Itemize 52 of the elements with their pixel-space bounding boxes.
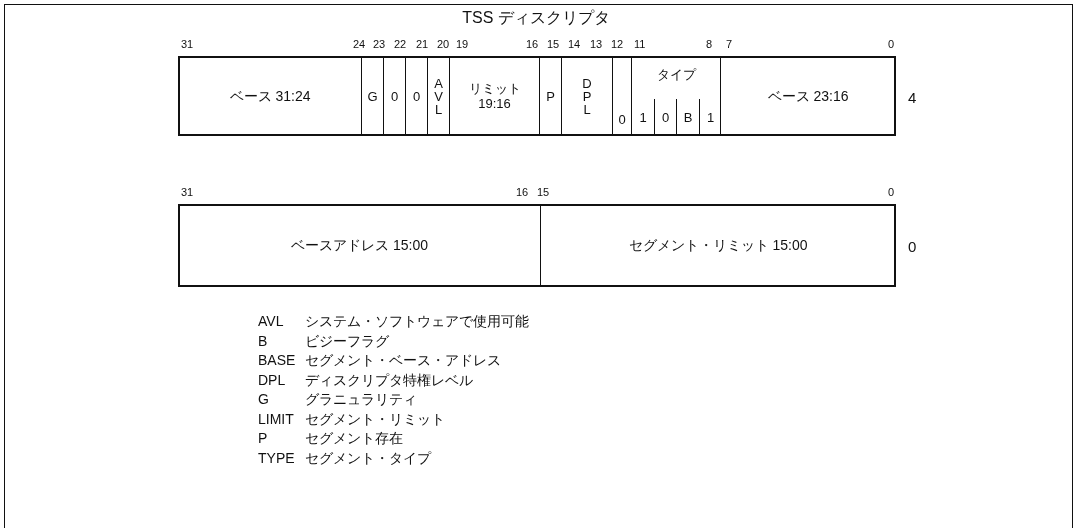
- row-offset-label: 0: [908, 238, 917, 255]
- bit-number: 15: [547, 38, 560, 50]
- definition-text: セグメント・リミット: [305, 410, 445, 429]
- abbreviation-text: DPL: [258, 371, 286, 388]
- field-label: G: [367, 88, 378, 104]
- bit-number: 11: [634, 38, 646, 50]
- bit-number: 22: [394, 38, 407, 50]
- bit-number: 13: [590, 38, 603, 50]
- definition-text: ビジーフラグ: [305, 332, 389, 351]
- bit-number: 16: [516, 186, 529, 198]
- bit-number: 24: [353, 38, 366, 50]
- field-label: 0: [618, 112, 626, 127]
- field-label: タイプ: [656, 67, 696, 82]
- abbreviation-text: LIMIT: [258, 410, 294, 427]
- field-label: リミット 19:16: [467, 81, 522, 111]
- definition-text: セグメント存在: [305, 430, 403, 448]
- bit-number: 20: [437, 38, 450, 50]
- definition-text: セグメント・タイプ: [305, 449, 431, 468]
- abbreviation-text: AVL: [258, 313, 284, 329]
- field-label: ベースアドレス 15:00: [291, 238, 428, 253]
- field-label: 1: [639, 109, 647, 125]
- field-label: B: [683, 109, 693, 125]
- field-label: A V L: [434, 76, 443, 116]
- definition-text: システム・ソフトウェアで使用可能: [305, 313, 529, 331]
- bit-number: 16: [526, 38, 539, 50]
- definition-text: セグメント・ベース・アドレス: [305, 352, 501, 370]
- field-label: 0: [390, 88, 399, 104]
- field-label: D P L: [582, 76, 592, 116]
- definition-text: グラニュラリティ: [305, 391, 417, 409]
- bit-number: 23: [373, 38, 386, 50]
- field-label: ベース 31:24: [229, 88, 311, 104]
- diagram-title: TSS ディスクリプタ: [461, 8, 611, 28]
- bit-number: 31: [181, 186, 194, 198]
- abbreviation-text: P: [258, 430, 268, 446]
- bit-number: 14: [568, 38, 581, 50]
- row-offset-label: 4: [908, 89, 917, 106]
- bit-number: 31: [181, 38, 194, 50]
- abbreviation-text: G: [258, 391, 269, 407]
- bit-number: 8: [706, 38, 713, 50]
- field-label: 0: [412, 88, 421, 104]
- abbreviation-text: TYPE: [258, 449, 295, 466]
- abbreviation-text: B: [258, 332, 268, 349]
- bit-number: 21: [416, 38, 429, 50]
- field-label: セグメント・リミット 15:00: [628, 238, 808, 253]
- definition-text: ディスクリプタ特権レベル: [305, 371, 473, 390]
- bit-number: 19: [456, 38, 469, 50]
- field-label: 1: [706, 109, 715, 125]
- abbreviation-text: BASE: [258, 352, 296, 368]
- field-label: P: [546, 88, 555, 104]
- bit-number: 12: [611, 38, 624, 50]
- field-label: 0: [661, 109, 670, 125]
- field-label: ベース 23:16: [767, 88, 849, 104]
